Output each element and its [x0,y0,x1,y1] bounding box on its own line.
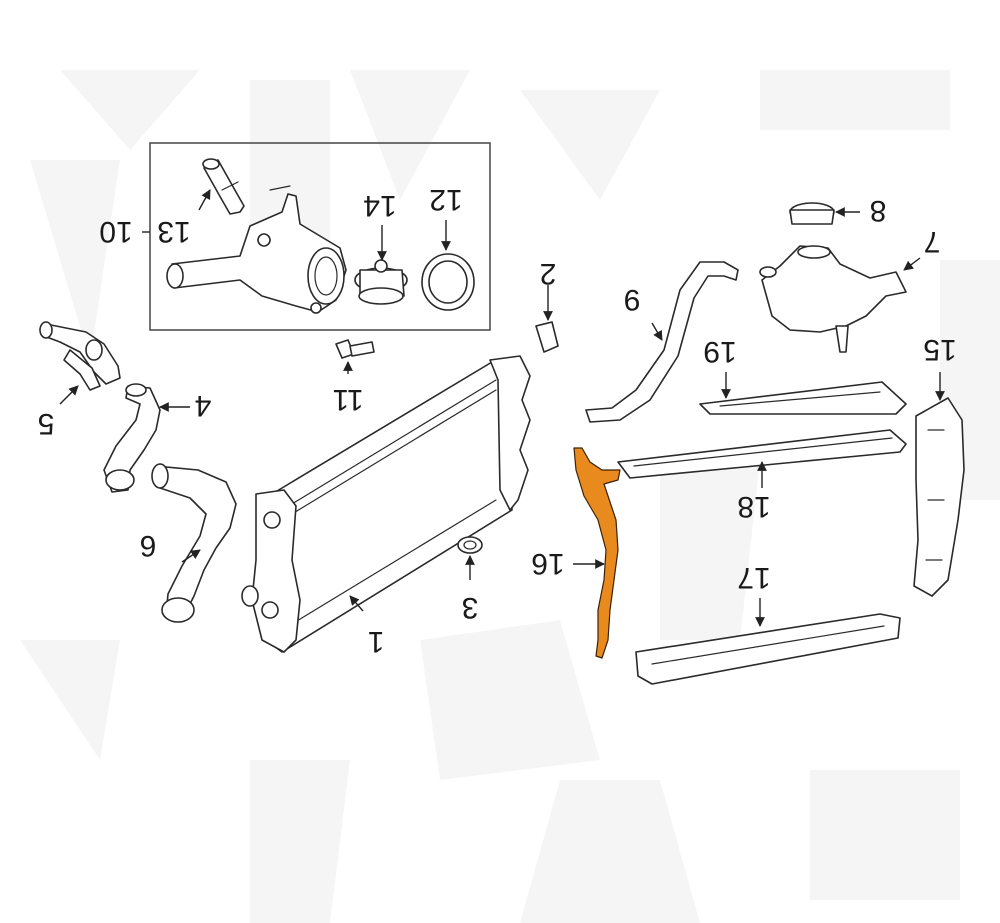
bracket-2-part [535,321,559,353]
thermostat-14-part [354,259,408,305]
side-panel-15-part [913,397,965,597]
thermostat-housing [166,185,347,314]
sensor-13-part [202,158,245,215]
label-18: 18 [737,490,770,523]
label-13: 13 [157,215,190,248]
gasket-12-part [421,253,475,311]
grommet-3-part [457,536,483,554]
label-19: 19 [703,335,736,368]
label-17: 17 [737,561,770,594]
leaders [59,189,945,627]
hose-4-part [103,383,161,493]
label-9: 9 [624,283,641,316]
thermostat-group-box [149,142,491,331]
label-7: 7 [924,225,941,258]
label-6: 6 [140,529,157,562]
bolt-11-part [335,339,375,359]
label-8: 8 [870,194,887,227]
label-5: 5 [38,407,55,440]
reservoir-part [759,245,907,353]
cap-8-part [789,202,835,225]
label-14: 14 [363,189,396,222]
side-bracket-16-part [573,447,621,659]
labels: 1 2 3 4 5 6 7 8 9 10 11 12 13 14 15 16 1… [38,183,957,658]
tube-9-part [585,261,739,423]
label-2: 2 [540,257,557,290]
label-15: 15 [923,333,956,366]
hose-5-part [39,321,121,391]
label-11: 11 [332,383,363,416]
label-12: 12 [429,183,462,216]
label-4: 4 [195,389,212,422]
watermark [20,70,1000,923]
label-1: 1 [368,625,385,658]
label-3: 3 [462,591,479,624]
label-10: 10 [99,215,132,248]
hose-6-part [151,463,237,623]
upper-support-18-part [617,429,907,479]
radiator-part [241,355,531,653]
lower-support-17-part [635,613,901,685]
label-16: 16 [531,547,564,580]
seal-19-part [699,381,907,415]
